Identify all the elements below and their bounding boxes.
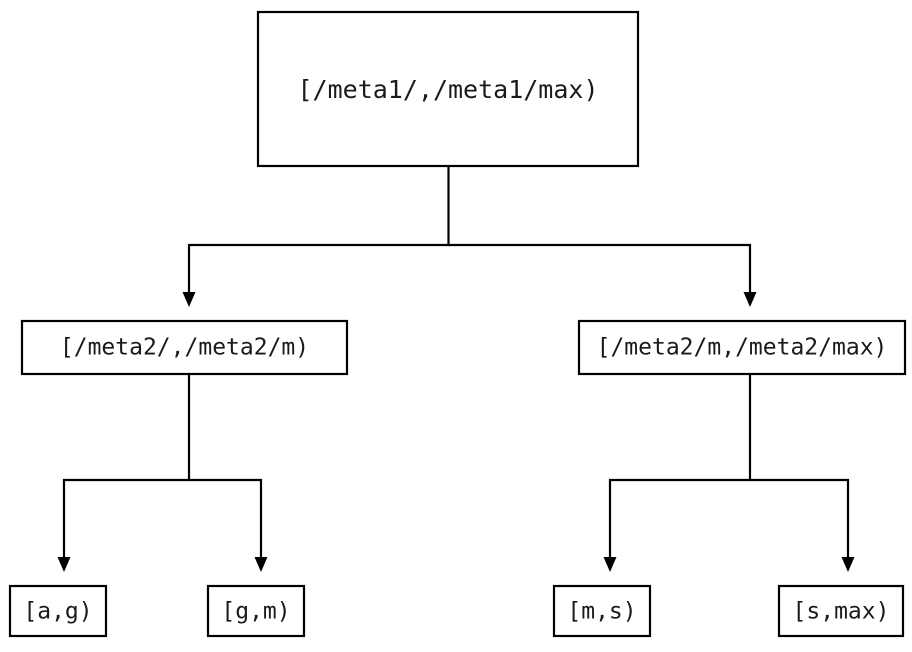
arrowhead-down-icon — [841, 557, 855, 572]
node-mid-right-label: [/meta2/m,/meta2/max) — [597, 335, 888, 361]
node-root-label: [/meta1/,/meta1/max) — [297, 75, 598, 104]
node-leaf-m-s-label: [m,s) — [567, 599, 636, 625]
node-leaf-s-max[interactable]: [s,max) — [777, 584, 905, 638]
node-leaf-g-m-box[interactable] — [206, 584, 306, 638]
edge-mid-right-to-leaf-s-max — [750, 478, 855, 572]
node-leaf-a-g[interactable]: [a,g) — [8, 584, 108, 638]
edge-root-to-mid-left — [182, 167, 450, 307]
edge-mid-right-to-leaf-m-s — [603, 375, 752, 572]
node-mid-left-box[interactable] — [20, 319, 349, 376]
node-root[interactable]: [/meta1/,/meta1/max) — [256, 10, 640, 168]
arrowhead-down-icon — [254, 557, 268, 572]
edge-mid-left-leaf-a-g-path — [62, 375, 191, 558]
edge-mid-left-leaf-g-m-path — [189, 478, 263, 558]
node-mid-left[interactable]: [/meta2/,/meta2/m) — [20, 319, 349, 376]
arrowhead-down-icon — [743, 292, 757, 307]
node-leaf-m-s[interactable]: [m,s) — [552, 584, 652, 638]
node-mid-left-label: [/meta2/,/meta2/m) — [60, 335, 309, 361]
node-leaf-s-max-label: [s,max) — [793, 599, 890, 625]
edge-root-mid-left-path — [187, 167, 450, 293]
node-root-box[interactable] — [256, 10, 640, 168]
edge-mid-right-leaf-s-max-path — [750, 478, 850, 558]
node-leaf-s-max-box[interactable] — [777, 584, 905, 638]
edge-mid-left-to-leaf-a-g — [57, 375, 191, 572]
edge-mid-right-leaf-m-s-path — [608, 375, 752, 558]
arrowhead-down-icon — [182, 292, 196, 307]
arrowhead-down-icon — [603, 557, 617, 572]
node-leaf-g-m[interactable]: [g,m) — [206, 584, 306, 638]
edge-root-mid-right-path — [448, 243, 752, 293]
node-leaf-m-s-box[interactable] — [552, 584, 652, 638]
node-leaf-a-g-label: [a,g) — [23, 599, 92, 625]
node-leaf-g-m-label: [g,m) — [221, 599, 290, 625]
edge-root-to-mid-right — [448, 243, 757, 307]
arrowhead-down-icon — [57, 557, 71, 572]
node-leaf-a-g-box[interactable] — [8, 584, 108, 638]
node-mid-right-box[interactable] — [577, 319, 907, 376]
node-mid-right[interactable]: [/meta2/m,/meta2/max) — [577, 319, 907, 376]
edge-mid-left-to-leaf-g-m — [189, 478, 268, 572]
